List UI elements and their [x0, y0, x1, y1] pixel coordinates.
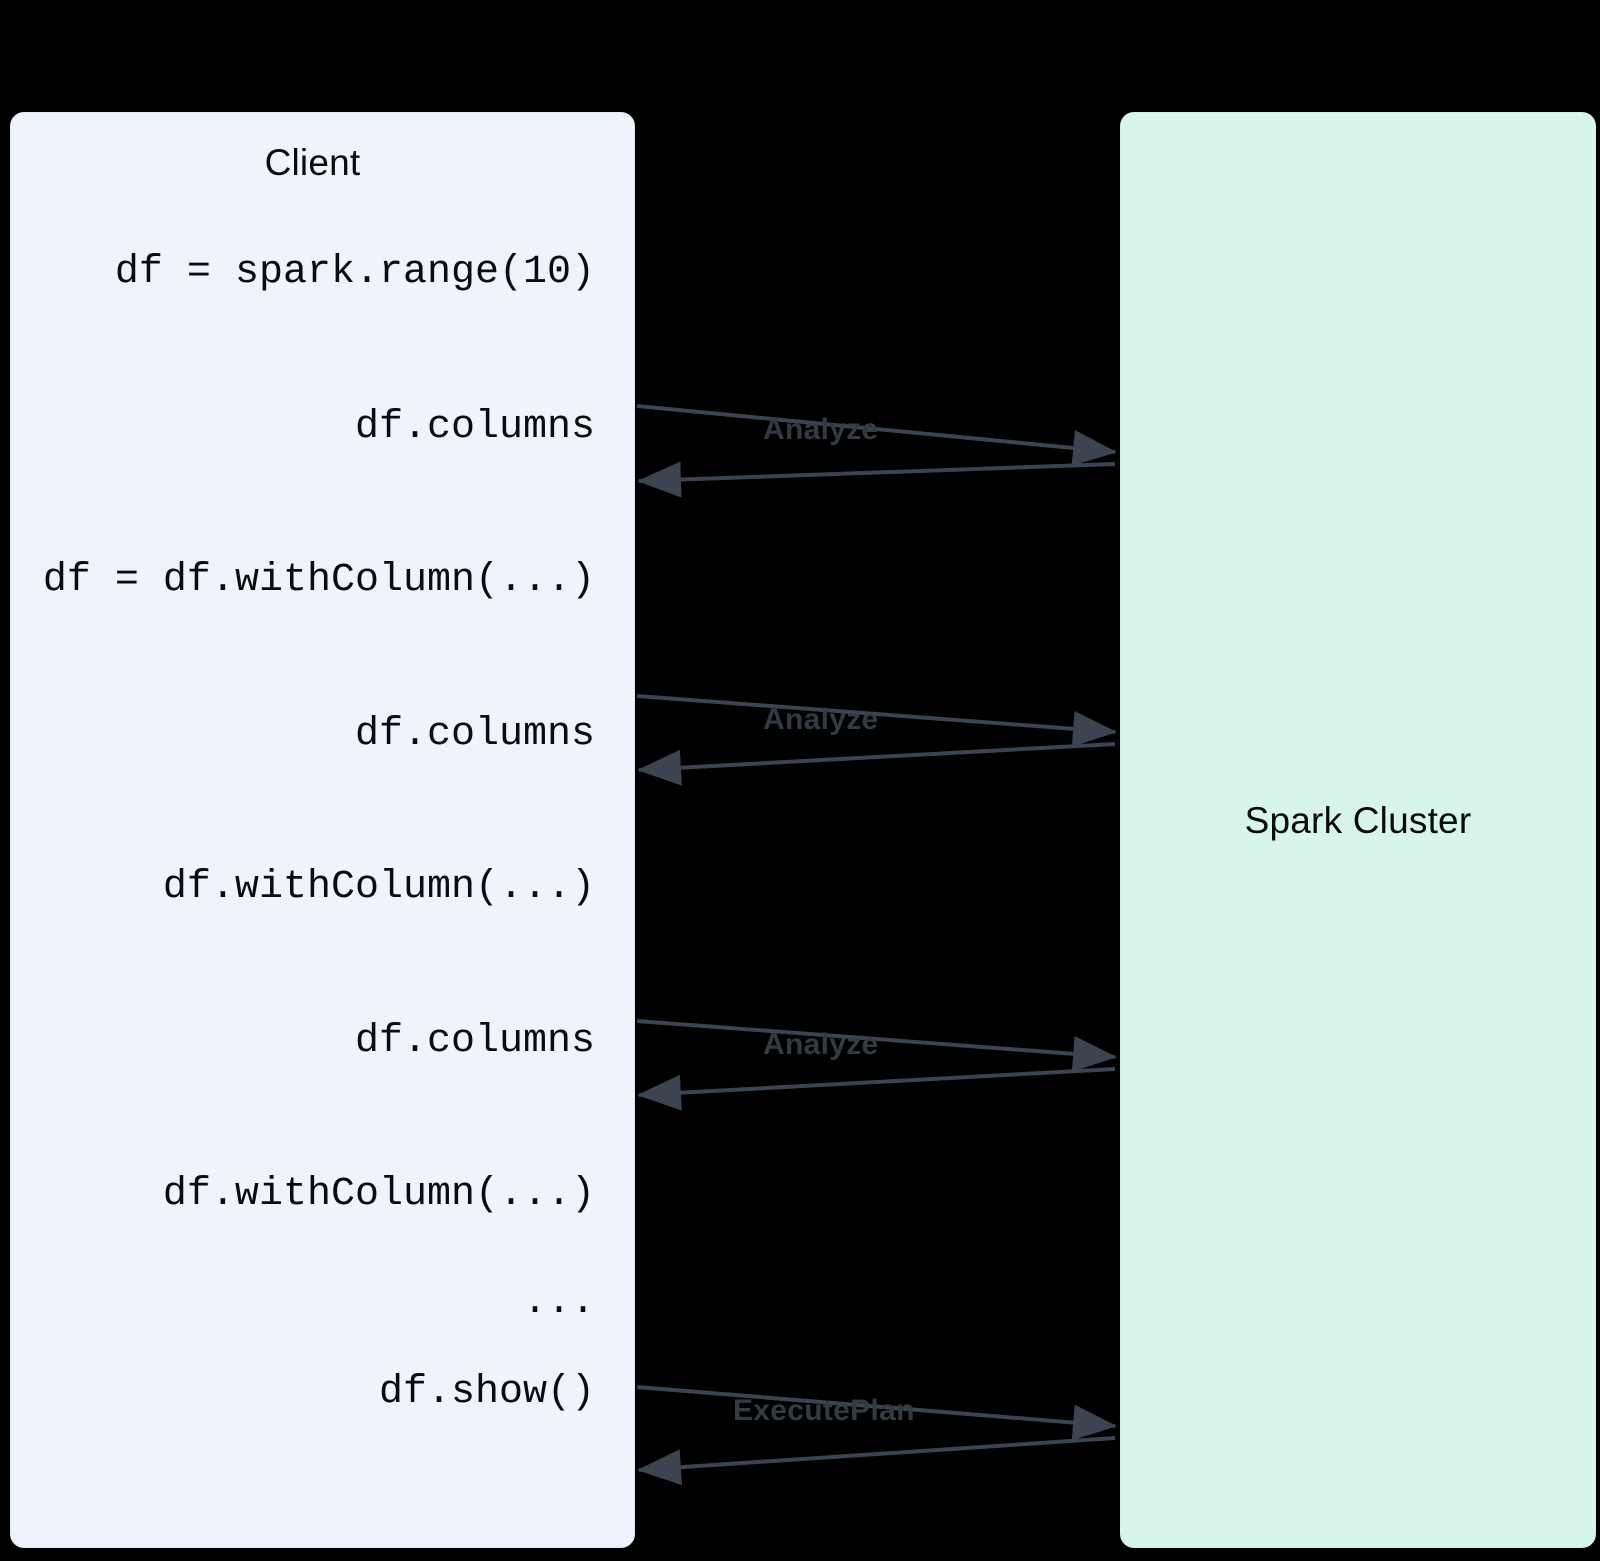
message-arrow-response	[637, 742, 1116, 786]
message-arrow-response	[637, 1436, 1116, 1486]
client-code-line: df = df.withColumn(...)	[42, 558, 595, 603]
client-code-line: df.columns	[354, 405, 595, 450]
client-code-line: df.columns	[354, 1019, 595, 1064]
client-code-line: ...	[522, 1280, 595, 1325]
client-code-line: df.withColumn(...)	[162, 865, 595, 910]
participant-title-spark-cluster: Spark Cluster	[1244, 800, 1472, 841]
client-code-line: df.show()	[378, 1370, 595, 1415]
message-label: Analyze	[763, 1028, 879, 1061]
message-label: Analyze	[763, 413, 879, 446]
message-label: ExecutePlan	[733, 1394, 915, 1427]
message-arrow-response	[637, 1067, 1116, 1111]
client-code-line: df.columns	[354, 712, 595, 757]
participant-box-spark-cluster	[1120, 112, 1596, 1548]
participant-box-client	[10, 112, 635, 1548]
message-arrow-response	[637, 461, 1116, 498]
client-code-line: df = spark.range(10)	[114, 250, 595, 295]
participant-title-client: Client	[264, 142, 361, 183]
message-label: Analyze	[763, 703, 879, 736]
client-code-line: df.withColumn(...)	[162, 1172, 595, 1217]
